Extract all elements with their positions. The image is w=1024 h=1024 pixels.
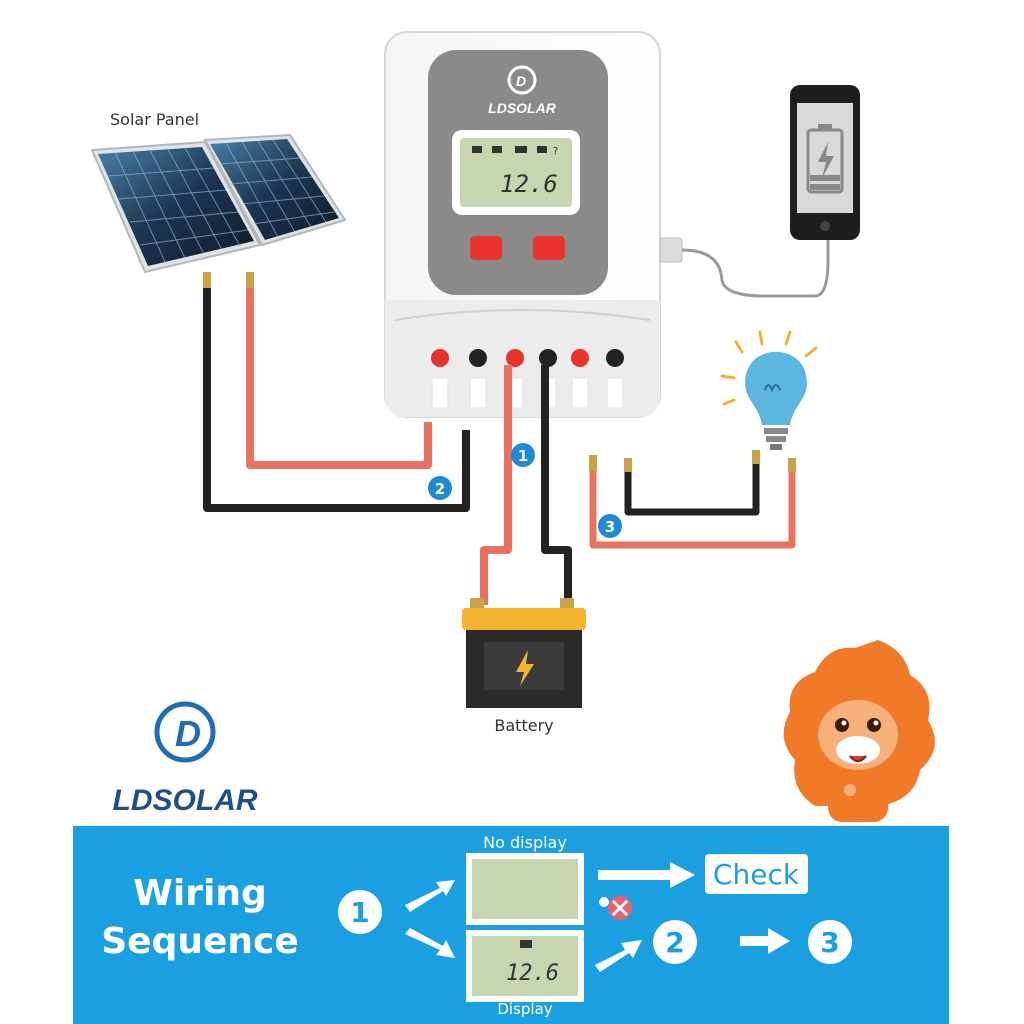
controller-button-left — [470, 236, 502, 260]
banner-title-line1: Wiring — [133, 873, 267, 914]
controller-button-right — [533, 236, 565, 260]
no-cross-icon — [599, 896, 632, 920]
solar-panel-label: Solar Panel — [110, 110, 199, 129]
battery-bolt-icon — [516, 650, 534, 686]
banner-title-line2: Sequence — [101, 921, 299, 962]
step-badge-3: 3 — [605, 518, 615, 536]
brand-logo-text: LDSOLAR — [113, 784, 258, 817]
phone-charging-icon — [818, 142, 834, 178]
light-bulb — [720, 330, 818, 450]
no-display-label: No display — [483, 833, 567, 852]
smartphone — [790, 85, 860, 240]
svg-text:D: D — [516, 73, 526, 89]
svg-text:D: D — [175, 713, 201, 754]
banner-step-2 — [653, 920, 697, 964]
battery-label: Battery — [494, 716, 553, 735]
banner-step-1 — [338, 890, 382, 934]
solar-wires — [203, 285, 470, 512]
check-box — [705, 854, 808, 894]
battery-wires — [480, 365, 572, 605]
charge-controller: D LDSOLAR ? 12.6 — [384, 31, 683, 418]
banner-arrows — [405, 862, 790, 972]
lcd-icons: ? — [472, 146, 558, 157]
terminals — [431, 349, 624, 409]
banner-step-1-text: 1 — [350, 896, 369, 929]
solar-panels — [90, 133, 347, 274]
banner-lcd-value: 12.6 — [506, 961, 559, 986]
banner-step-2-text: 2 — [665, 926, 684, 959]
battery — [462, 598, 586, 708]
load-wires — [589, 462, 796, 549]
brand-logo: D LDSOLAR — [113, 701, 258, 817]
svg-text:?: ? — [553, 146, 558, 157]
controller-brand: LDSOLAR — [488, 100, 557, 116]
display-label: Display — [497, 1000, 552, 1018]
banner-step-3-text: 3 — [820, 926, 839, 959]
step-badges: 1 2 3 — [428, 443, 622, 538]
lion-mascot — [783, 640, 935, 822]
step-badge-2: 2 — [435, 480, 445, 498]
banner-step-3 — [808, 920, 852, 964]
step-badge-1: 1 — [518, 447, 528, 465]
usb-port — [659, 237, 683, 263]
lcd-value: 12.6 — [500, 170, 558, 198]
check-label: Check — [713, 858, 800, 891]
usb-cable — [681, 240, 830, 298]
